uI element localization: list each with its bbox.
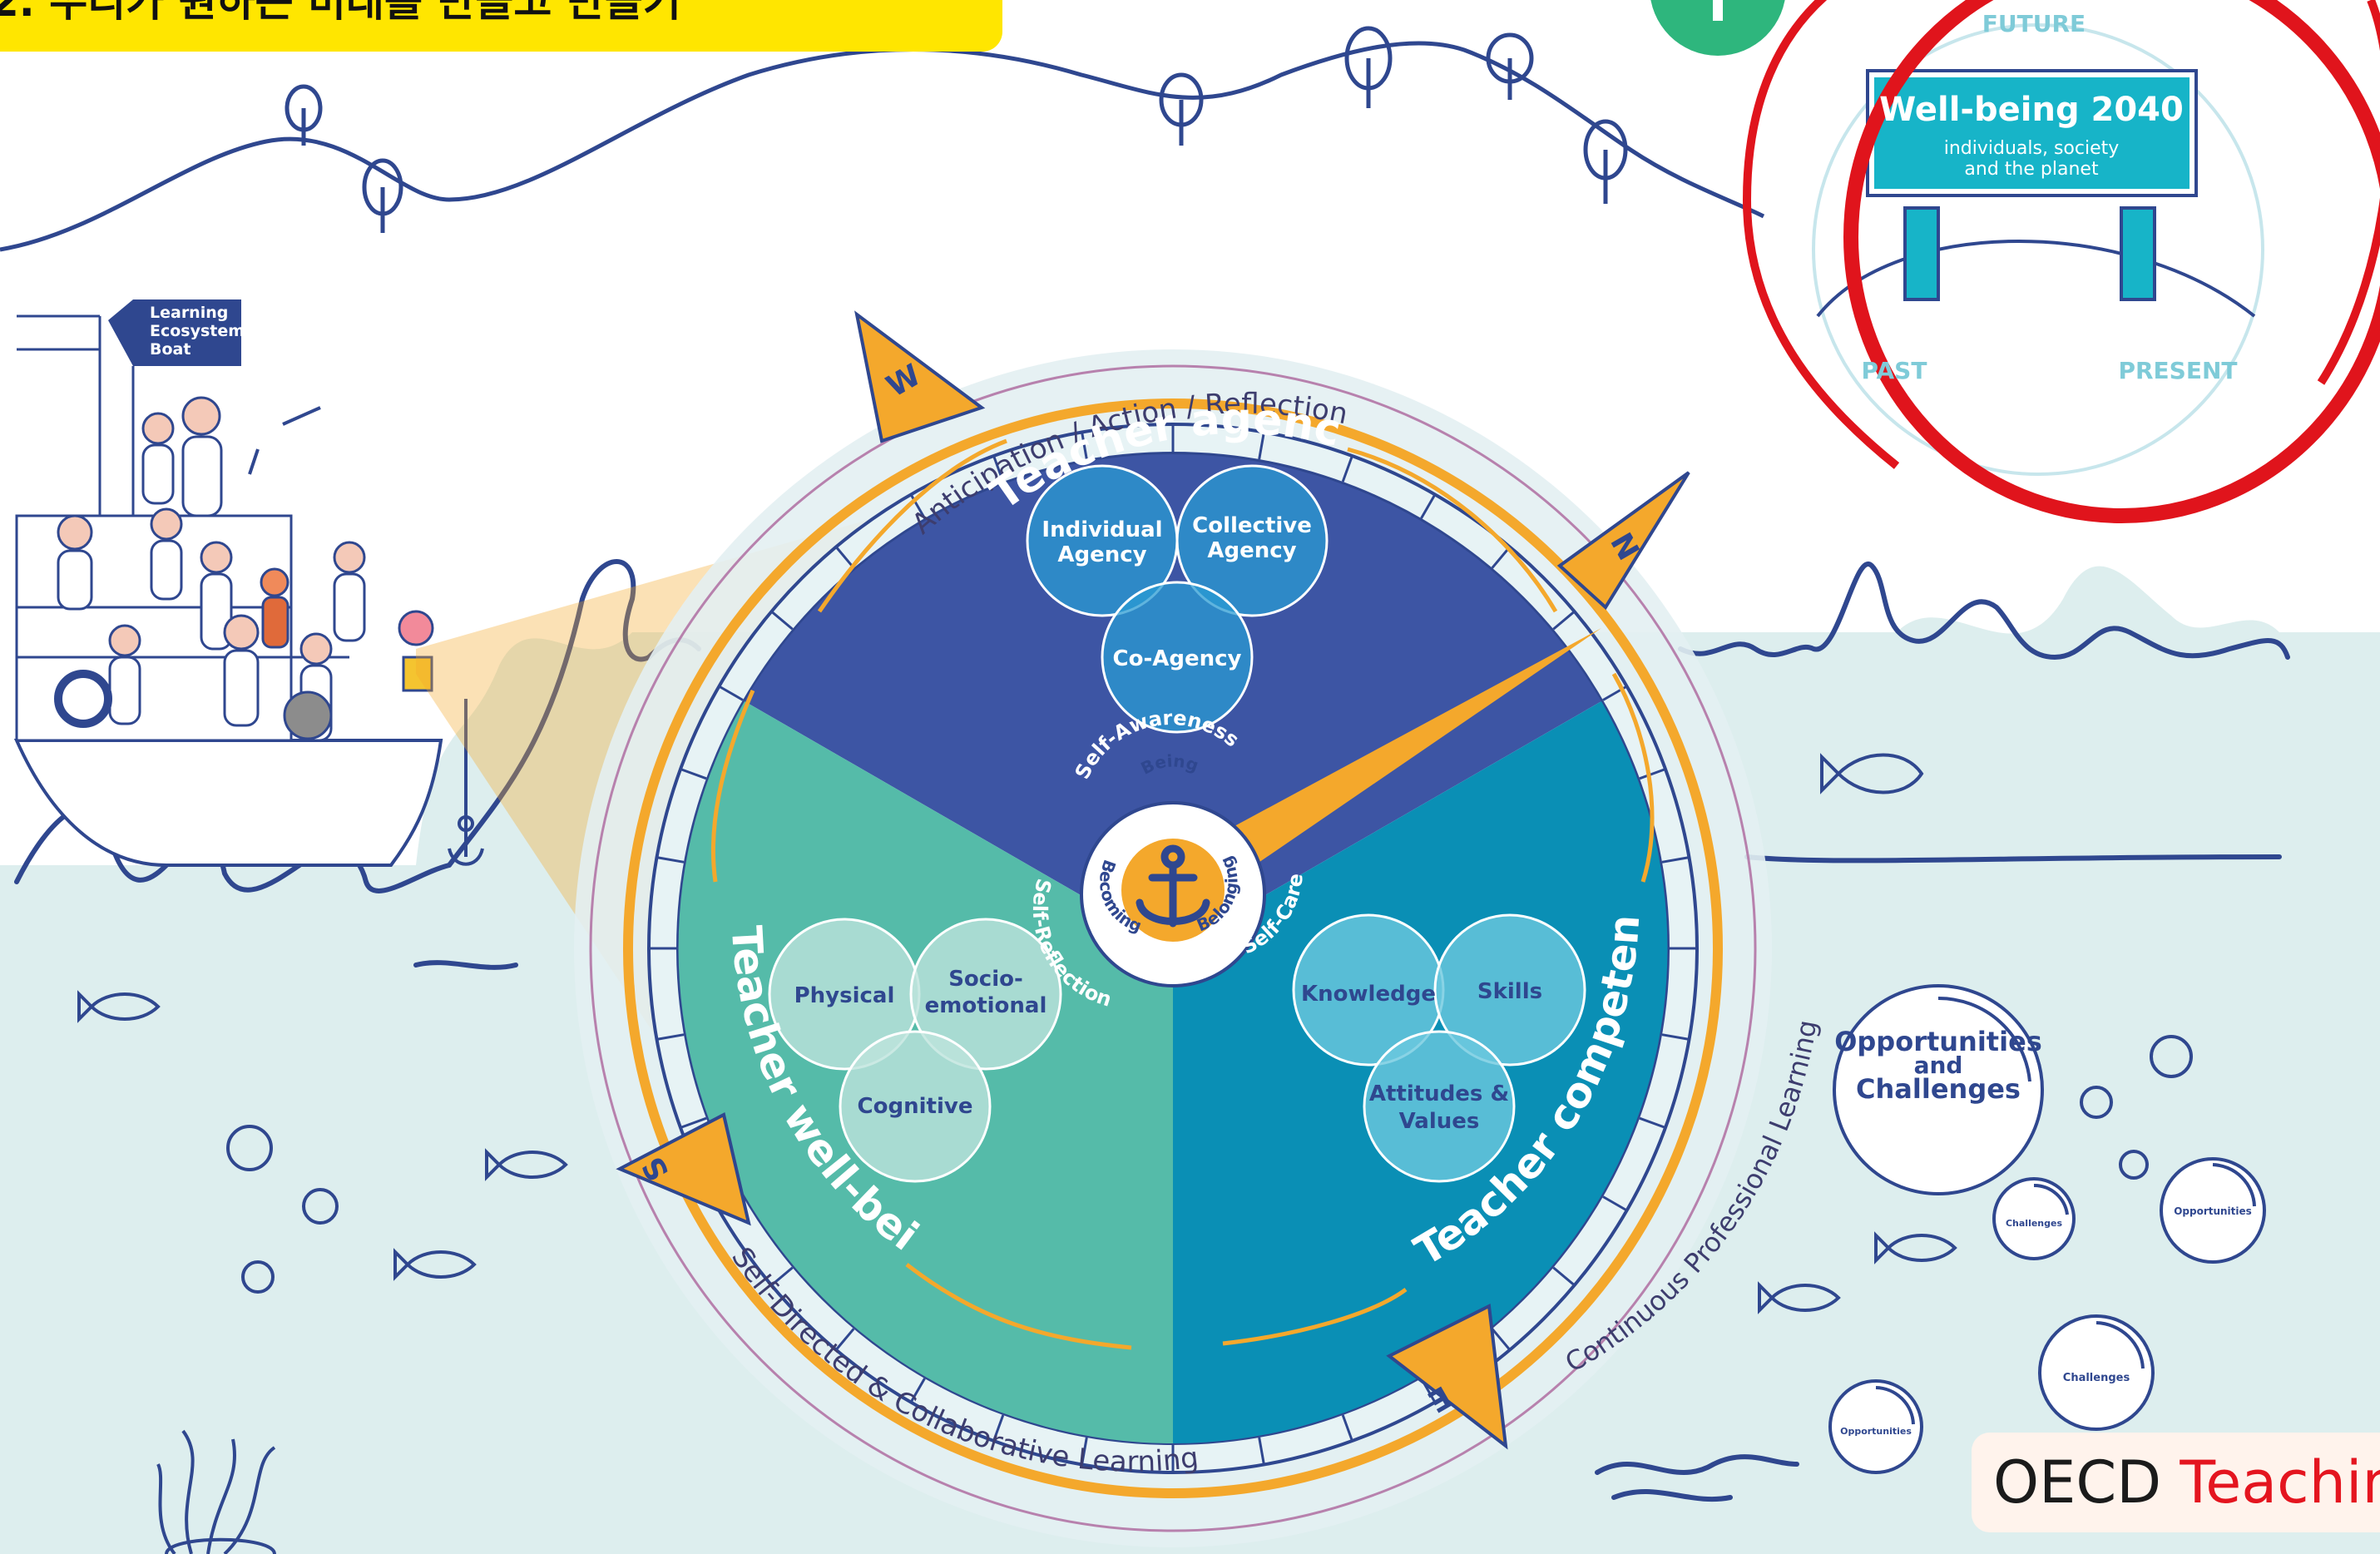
compass-guide-ring [589, 364, 1757, 1532]
compass-tick [1081, 432, 1088, 460]
compass-tick [1420, 493, 1437, 519]
sign-subtitle-1: individuals, society [1944, 138, 2120, 159]
seaweed-icon [156, 1429, 276, 1554]
green-badge-icon [1650, 0, 1785, 56]
compass-points [616, 310, 1690, 1450]
venn-competencies [1292, 913, 1586, 1183]
red-highlight-circle [1742, 0, 2380, 523]
bubble-small-2: Opportunities [2174, 1205, 2252, 1217]
compass-tick [770, 610, 794, 631]
trees [285, 26, 1628, 233]
compass-tick [1639, 768, 1666, 780]
present-label: PRESENT [2118, 357, 2237, 384]
venn-co-agency: Co-Agency [1113, 646, 1242, 671]
venn-individual-agency-1: Individual [1042, 517, 1162, 542]
venn-skills: Skills [1477, 979, 1542, 1004]
bubble-main-line-2: and [1914, 1052, 1963, 1079]
venn-collective-agency-2: Agency [1207, 538, 1296, 563]
compass-tick [770, 1266, 794, 1287]
anchor-icon [1136, 844, 1210, 928]
venn-attitudes-2: Values [1399, 1109, 1480, 1134]
compass-tick [1341, 455, 1353, 483]
compass-needle [1131, 628, 1601, 898]
compass-tick [680, 768, 707, 780]
compass-tick [1661, 856, 1690, 864]
sector-arrows [710, 438, 1655, 1350]
bubble-main-line-3: Challenges [1856, 1073, 2021, 1105]
compass-tick [1491, 546, 1512, 569]
compass-tick [1258, 432, 1265, 460]
venn-socio-1: Socio- [948, 967, 1023, 992]
compass-tick [1639, 1116, 1666, 1129]
oecd-teaching-logo: OECD Teaching [1972, 1433, 2380, 1532]
bubble-small-1: Challenges [2006, 1218, 2062, 1229]
compass-tick [1552, 610, 1576, 631]
compass-tick [834, 1328, 855, 1351]
future-sign-panel [1650, 0, 2375, 524]
logo-teaching: Teaching [2180, 1448, 2380, 1517]
boat-sign-line-3: Boat [150, 340, 190, 359]
future-label: FUTURE [1982, 10, 2086, 37]
compass-tick [909, 493, 926, 519]
boat-sign-line-2: Ecosystem [150, 322, 245, 340]
compass-tick [1491, 1328, 1512, 1351]
compass-tick [656, 1033, 685, 1041]
venn-socio-2: emotional [925, 993, 1047, 1018]
compass-tick [656, 856, 685, 864]
fish [77, 753, 1957, 1314]
past-label: PAST [1862, 357, 1927, 384]
sign-subtitle-2: and the planet [1964, 159, 2099, 180]
venn-attitudes-1: Attitudes & [1369, 1081, 1509, 1106]
hills [0, 41, 1765, 252]
banner-text: 2. 우리가 원하는 미래를 만들고 만들기 [0, 0, 681, 26]
compass-tick [992, 1414, 1005, 1442]
compass-tick [1552, 1266, 1576, 1287]
venn-wellbeing [768, 918, 1062, 1183]
compass-ticks [649, 424, 1697, 1472]
compass-tick [718, 685, 744, 701]
compass-tick [909, 1378, 926, 1403]
venn-individual-agency-2: Agency [1057, 542, 1146, 567]
venn-knowledge: Knowledge [1301, 982, 1436, 1007]
boat [13, 299, 484, 867]
compass-tick [1602, 1195, 1628, 1212]
compass-tick [1341, 1414, 1353, 1442]
boat-sign-line-1: Learning [150, 304, 228, 322]
compass-orange-ring [623, 398, 1723, 1498]
sign-title: Well-being 2040 [1879, 91, 2184, 129]
compass-tick [1081, 1437, 1088, 1465]
venn-collective-agency-1: Collective [1192, 513, 1312, 538]
air-bubbles [226, 1035, 2193, 1294]
compass-tick [1661, 1033, 1690, 1041]
logo-oecd: OECD [1993, 1448, 2180, 1517]
opportunity-bubbles [1828, 984, 2266, 1474]
top-banner: 2. 우리가 원하는 미래를 만들고 만들기 [0, 0, 1002, 52]
compass-tick [680, 1116, 707, 1129]
compass-tick [834, 546, 855, 569]
venn-agency [1026, 464, 1329, 734]
compass-tick [1258, 1437, 1265, 1465]
compass-tick [992, 455, 1005, 483]
bubble-small-4: Opportunities [1840, 1426, 1912, 1437]
venn-physical: Physical [794, 983, 895, 1008]
bubble-main-line-1: Opportunities [1834, 1026, 2042, 1057]
bubble-small-3: Challenges [2063, 1372, 2130, 1384]
venn-cognitive: Cognitive [858, 1094, 973, 1119]
